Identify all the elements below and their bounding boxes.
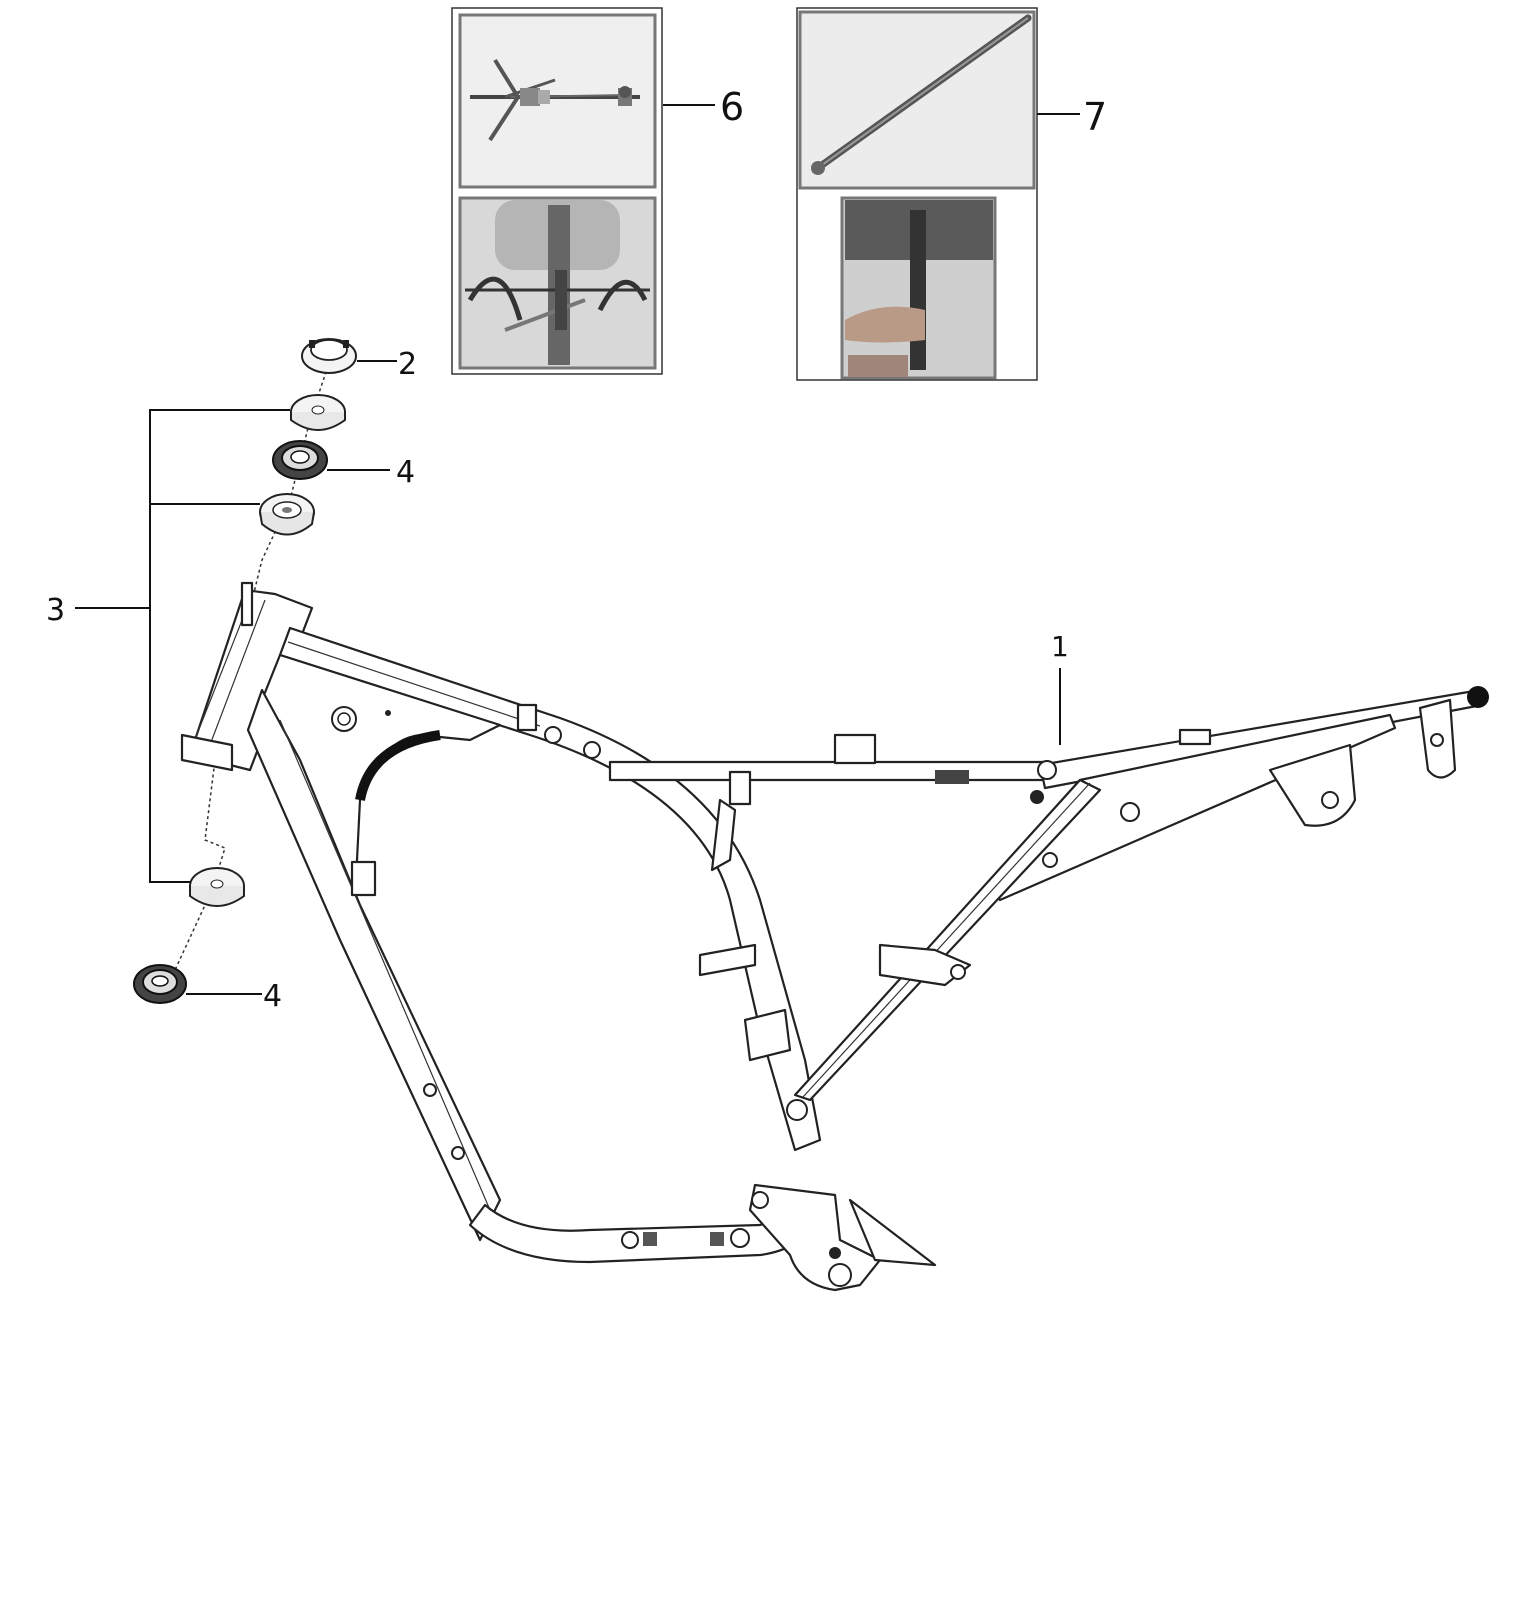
tank-mount-bracket — [710, 798, 737, 872]
callout-3: 3 — [46, 593, 65, 628]
callout-6: 6 — [720, 85, 744, 129]
upper-race-cup — [259, 493, 315, 536]
tool-inset-drift-rod: 7 — [796, 7, 1107, 381]
steering-head-tube — [180, 581, 314, 772]
callout-4-upper: 4 — [396, 455, 415, 490]
callout-2: 2 — [398, 347, 417, 382]
bearing-puller-usage-photo — [458, 196, 657, 370]
drift-rod-usage-photo — [840, 196, 997, 380]
lower-bearing-race — [189, 867, 245, 907]
drift-rod-tool-photo — [798, 10, 1036, 190]
upper-ball-bearing — [272, 440, 328, 480]
callout-7: 7 — [1083, 95, 1107, 139]
lower-ball-bearing — [133, 964, 187, 1004]
motorcycle-frame — [180, 581, 1489, 1292]
steering-head-parts: 2 4 — [46, 338, 417, 1014]
subframe-diagonal-strut — [793, 778, 1102, 1102]
tool-inset-bearing-puller: 6 — [451, 7, 744, 375]
callout-1: 1 — [1051, 630, 1069, 663]
upper-bearing-race — [290, 394, 346, 431]
steering-stem-nut — [301, 338, 357, 374]
callout-4-lower: 4 — [263, 979, 282, 1014]
bearing-puller-tool-photo — [458, 13, 657, 189]
backbone-tube — [608, 760, 1052, 782]
